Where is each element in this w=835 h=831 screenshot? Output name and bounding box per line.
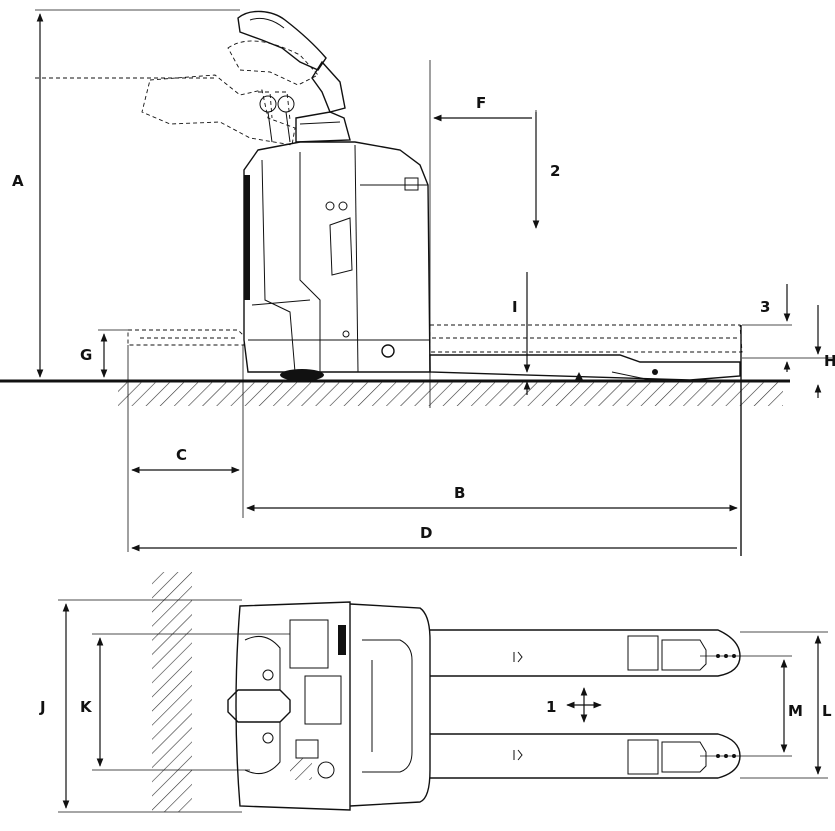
dim-label-d: D — [420, 524, 432, 542]
ground-hatch — [118, 382, 783, 406]
move-arrows-icon — [566, 687, 602, 723]
wall-hatch — [152, 572, 192, 812]
tiller-upright — [237, 10, 351, 143]
dim-label-a: A — [12, 172, 24, 190]
dim-label-j: J — [39, 698, 46, 716]
dim-label-l: L — [822, 702, 832, 720]
platform-dashed — [127, 329, 245, 346]
dim-label-g: G — [80, 346, 92, 364]
dim-label-k: K — [80, 698, 93, 716]
forks-top — [430, 629, 741, 779]
dim-label-f: F — [476, 94, 486, 112]
forks-side — [429, 324, 743, 383]
side-view: A G C B D F 2 I 3 — [0, 9, 835, 556]
dim-label-c: C — [176, 446, 187, 464]
chassis-body — [243, 141, 431, 381]
dim-label-m: M — [788, 702, 803, 720]
dim-label-i: I — [512, 298, 518, 316]
dim-label-b: B — [454, 484, 465, 502]
label-3: 3 — [760, 298, 770, 316]
top-view: 1 J K M L — [39, 572, 832, 813]
label-1: 1 — [546, 698, 556, 716]
dim-label-h: H — [824, 352, 835, 370]
tiller-raised-ghost — [141, 40, 319, 146]
label-2: 2 — [550, 162, 560, 180]
